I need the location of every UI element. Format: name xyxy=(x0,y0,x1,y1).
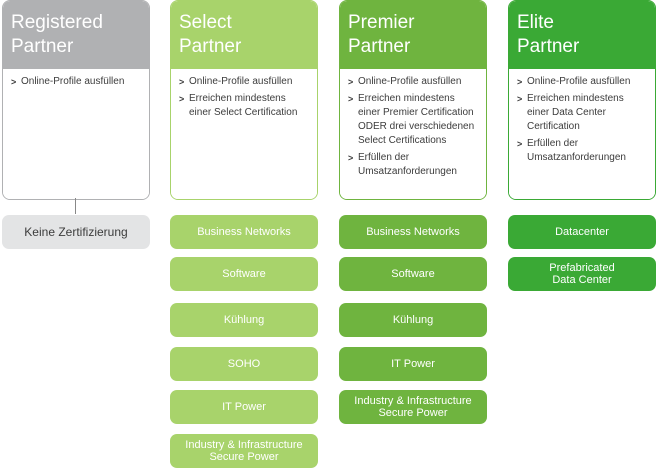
tier-requirements-registered: Online-Profile ausfüllen xyxy=(3,69,149,199)
requirement-item: Online-Profile ausfüllen xyxy=(348,75,482,89)
cert-box: Datacenter xyxy=(508,215,656,249)
tier-card-registered: Registered Partner Online-Profile ausfül… xyxy=(2,0,150,200)
tier-card-premier: Premier Partner Online-Profile ausfüllen… xyxy=(339,0,487,200)
cert-box: Software xyxy=(170,257,318,291)
tier-card-select: Select Partner Online-Profile ausfüllen … xyxy=(170,0,318,200)
tier-card-elite: Elite Partner Online-Profile ausfüllen E… xyxy=(508,0,656,200)
cert-box: Prefabricated Data Center xyxy=(508,257,656,291)
tier-header-premier: Premier Partner xyxy=(340,1,486,69)
cert-box: Industry & Infrastructure Secure Power xyxy=(339,390,487,424)
cert-box: IT Power xyxy=(339,347,487,381)
requirement-item: Erreichen mindestens einer Data Center C… xyxy=(517,92,651,134)
requirement-item: Online-Profile ausfüllen xyxy=(11,75,145,89)
requirement-item: Erfüllen der Umsatzanforderungen xyxy=(517,137,651,165)
requirement-item: Erreichen mindestens einer Select Certif… xyxy=(179,92,313,120)
cert-box: IT Power xyxy=(170,390,318,424)
cert-box: Software xyxy=(339,257,487,291)
tier-title: Elite Partner xyxy=(517,12,580,57)
cert-box: Business Networks xyxy=(170,215,318,249)
cert-box: SOHO xyxy=(170,347,318,381)
requirement-item: Erfüllen der Umsatzanforderungen xyxy=(348,151,482,179)
tier-title: Select Partner xyxy=(179,12,242,57)
tier-requirements-premier: Online-Profile ausfüllen Erreichen minde… xyxy=(340,69,486,199)
cert-box: Business Networks xyxy=(339,215,487,249)
connector-line xyxy=(75,198,76,214)
tier-header-elite: Elite Partner xyxy=(509,1,655,69)
tier-title: Registered Partner xyxy=(11,12,103,57)
tier-requirements-select: Online-Profile ausfüllen Erreichen minde… xyxy=(171,69,317,199)
requirement-item: Online-Profile ausfüllen xyxy=(179,75,313,89)
cert-box: Industry & Infrastructure Secure Power xyxy=(170,434,318,468)
tier-header-registered: Registered Partner xyxy=(3,1,149,69)
cert-box: Kühlung xyxy=(339,303,487,337)
tier-requirements-elite: Online-Profile ausfüllen Erreichen minde… xyxy=(509,69,655,199)
requirement-item: Online-Profile ausfüllen xyxy=(517,75,651,89)
cert-box: Kühlung xyxy=(170,303,318,337)
requirement-item: Erreichen mindestens einer Premier Certi… xyxy=(348,92,482,148)
tier-header-select: Select Partner xyxy=(171,1,317,69)
cert-box: Keine Zertifizierung xyxy=(2,215,150,249)
tier-title: Premier Partner xyxy=(348,12,415,57)
